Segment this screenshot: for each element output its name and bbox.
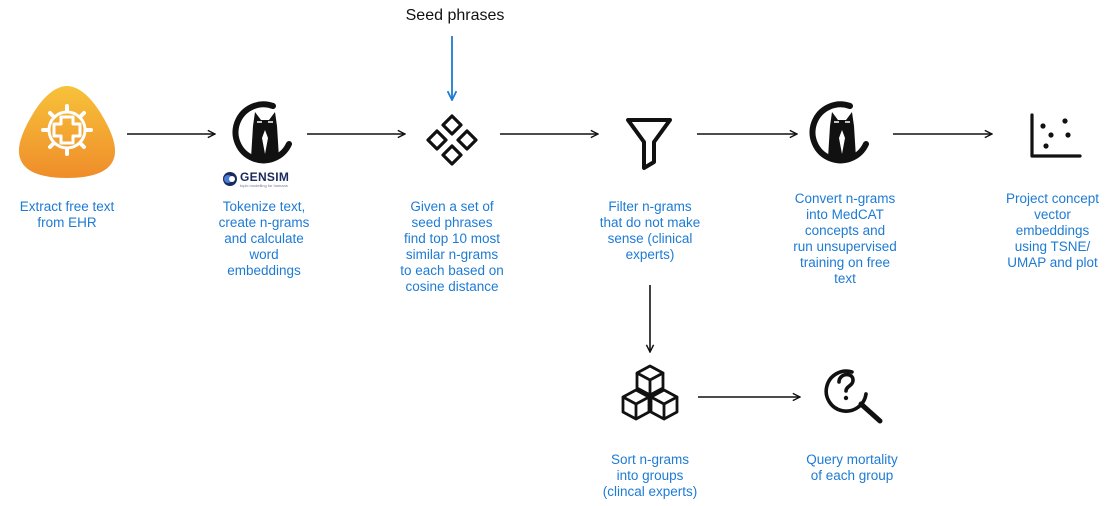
step-similar-label: Given a set of seed phrases find top 10 …: [400, 199, 504, 294]
funnel-icon: [626, 118, 672, 170]
step-tokenize-label: Tokenize text, create n-grams and calcul…: [218, 199, 310, 278]
gensim-name: GENSIM: [240, 170, 290, 184]
seed-phrases-label: Seed phrases: [405, 7, 505, 24]
step-convert-label: Convert n-grams into MedCAT concepts and…: [793, 191, 897, 286]
medcat-cat-icon: [232, 101, 292, 164]
gensim-logo-icon: [223, 172, 237, 186]
medcat-cat-icon-2: [809, 101, 869, 164]
step-query-label: Query mortality of each group: [806, 452, 898, 483]
step-project-label: Project concept vector embeddings using …: [1005, 191, 1100, 270]
scatter-plot-icon: [1030, 113, 1082, 158]
ehr-gear-icon: [18, 86, 116, 178]
search-question-icon: [824, 369, 883, 424]
four-diamonds-icon: [426, 114, 478, 166]
gensim-tagline: topic modelling for humans: [240, 183, 288, 188]
step-filter-label: Filter n-grams that do not make sense (c…: [599, 199, 701, 262]
cubes-icon: [621, 364, 679, 421]
gensim-logo: GENSIM topic modelling for humans: [222, 170, 312, 192]
step-sort-label: Sort n-grams into groups (clincal expert…: [602, 452, 698, 499]
step-extract-label: Extract free text from EHR: [19, 199, 115, 230]
